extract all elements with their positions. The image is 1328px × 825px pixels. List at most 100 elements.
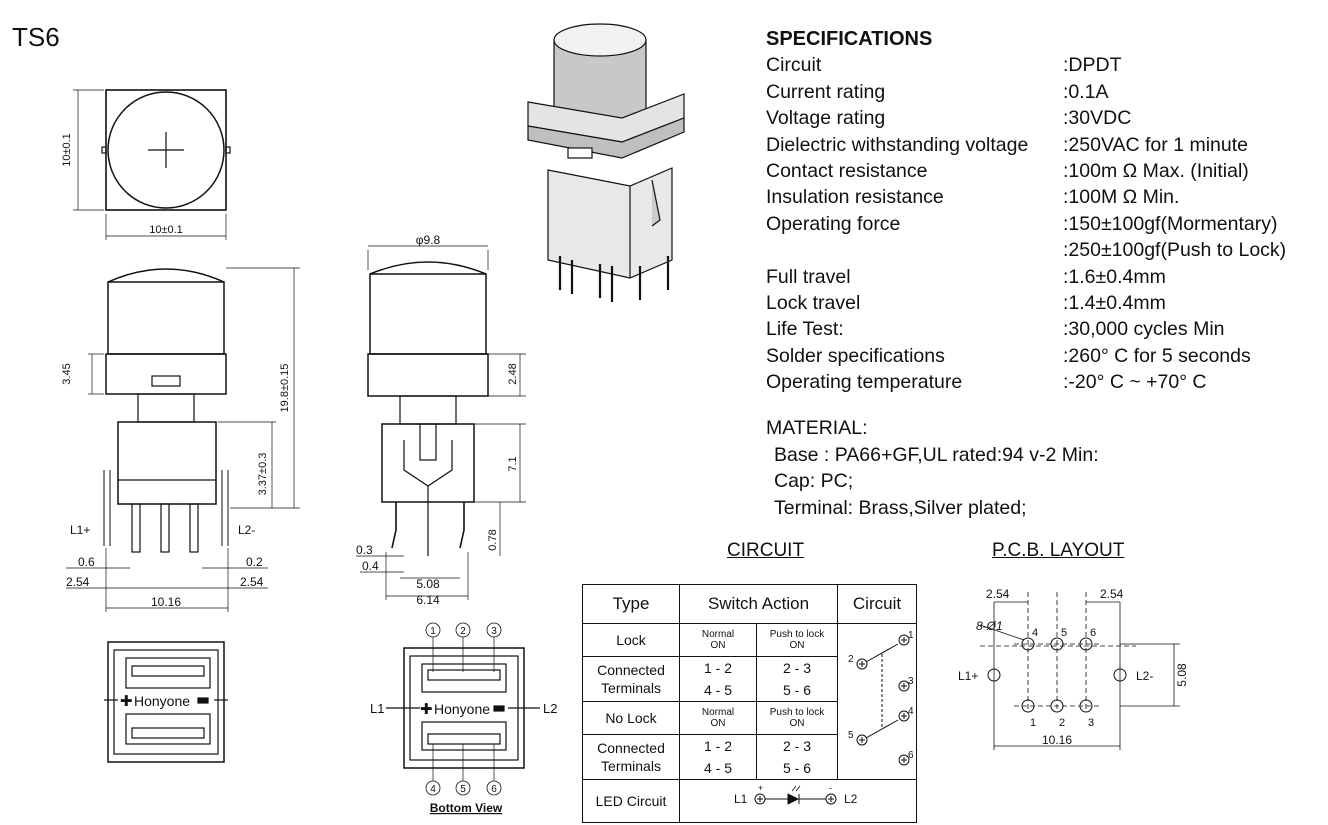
br-pin-2: 2 (460, 626, 466, 637)
pcb-width: 10.16 (1042, 733, 1072, 747)
led-symbol: L1 + - L2 (734, 783, 858, 806)
bottom-view-right (386, 622, 540, 796)
pcb-pitch-left: 2.54 (986, 587, 1010, 601)
cap-diameter-label: φ9.8 (416, 233, 441, 247)
pcb-pin-5: 5 (1061, 627, 1067, 639)
spec-value: :100m Ω Max. (Initial) (1063, 160, 1249, 183)
pcb-l1: L1+ (958, 669, 978, 683)
header-circuit: Circuit (837, 584, 917, 624)
spec-label: Dielectric withstanding voltage (766, 133, 1029, 156)
top-view (73, 89, 231, 240)
brand-plus-left: ✚ (120, 693, 133, 710)
spec-value: :260° C for 5 seconds (1063, 344, 1251, 367)
led-l1: L1 (734, 792, 748, 806)
bottom-view-left (104, 641, 228, 763)
dim-614: 6.14 (416, 593, 440, 607)
spec-label: Current rating (766, 80, 886, 103)
total-height-label: 19.8±0.15 (279, 364, 291, 413)
pcb-pin-2: 2 (1059, 717, 1065, 729)
spec-row: Circuit :DPDT (766, 52, 1286, 78)
front-l2-label: L2- (238, 523, 255, 537)
spec-row: :250±100gf(Push to Lock) (766, 237, 1286, 263)
brand-right: Honyone (434, 701, 490, 717)
spec-label: Circuit (766, 54, 822, 77)
header-type: Type (582, 584, 680, 624)
cap-height-label: 3.45 (61, 363, 73, 384)
brand-plus-right: ✚ (420, 701, 433, 718)
front-view (66, 267, 300, 612)
material-terminal: Terminal: Brass,Silver plated; (774, 496, 1027, 519)
row-led-type: LED Circuit (582, 779, 680, 823)
dpdt-symbol: 1 2 3 4 5 6 (848, 630, 914, 766)
pcb-l2: L2- (1136, 669, 1153, 683)
row-nolock-type: No Lock (582, 701, 680, 735)
dim-248: 2.48 (507, 363, 519, 384)
spec-value: :30VDC (1063, 107, 1132, 130)
spec-label: Full travel (766, 265, 851, 288)
spec-label: Insulation resistance (766, 186, 944, 209)
spec-row: Contact resistance :100m Ω Max. (Initial) (766, 158, 1286, 184)
pcb-pin-3: 3 (1088, 717, 1094, 729)
dim-04: 0.4 (362, 559, 379, 573)
spec-label: Contact resistance (766, 160, 928, 183)
spec-label (766, 237, 1063, 263)
pcb-layout-title: P.C.B. LAYOUT (992, 540, 1125, 561)
spec-row: Solder specifications :260° C for 5 secon… (766, 343, 1286, 369)
material-base: Base : PA66+GF,UL rated:94 v-2 Min: (774, 443, 1099, 466)
pcb-pin-6: 6 (1090, 627, 1096, 639)
front-l1-label: L1+ (70, 523, 90, 537)
spec-label: Voltage rating (766, 107, 886, 130)
dim-02: 0.2 (246, 555, 263, 569)
spec-row: Insulation resistance :100M Ω Min. (766, 184, 1286, 210)
dim-508: 5.08 (416, 577, 440, 591)
header-switch-action: Switch Action (679, 584, 838, 624)
spec-row: Operating temperature :-20° C ~ +70° C (766, 369, 1286, 395)
spec-row: Full travel:1.6±0.4mm (766, 264, 1286, 290)
spec-value: :1.4±0.4mm (1063, 292, 1166, 315)
pcb-height: 5.08 (1175, 663, 1189, 687)
dim-254-right: 2.54 (240, 575, 264, 589)
material-cap: Cap: PC; (774, 470, 854, 492)
row-lock-type: Lock (582, 623, 680, 657)
spec-value: :100M Ω Min. (1063, 186, 1180, 209)
product-3d-illustration (527, 23, 685, 302)
sym-pin-6: 6 (908, 750, 914, 761)
spec-value: :DPDT (1063, 54, 1122, 77)
dim-06: 0.6 (78, 555, 95, 569)
br-pin-1: 1 (430, 626, 436, 637)
mechanical-drawings: 10±0.1 10±0.1 3.45 19.8±0.15 3.37±0.3 L1… (61, 89, 557, 815)
br-l1: L1 (370, 701, 384, 716)
spec-label: Solder specifications (766, 344, 945, 367)
dim-254-left: 2.54 (66, 575, 90, 589)
spec-value: :30,000 cycles Min (1063, 318, 1225, 341)
bottom-view-caption: Bottom View (430, 801, 503, 815)
led-plus: + (758, 783, 763, 793)
spec-label: Lock travel (766, 292, 861, 315)
pcb-hole: 8-Ø1 (976, 619, 1003, 633)
spec-label: Operating temperature (766, 371, 963, 394)
body-height-label: 3.37±0.3 (257, 453, 269, 496)
dim-03: 0.3 (356, 543, 373, 557)
led-l2: L2 (844, 792, 858, 806)
top-view-width-label: 10±0.1 (149, 224, 183, 236)
sym-pin-4: 4 (908, 706, 914, 717)
spec-row: Current rating:0.1A (766, 79, 1286, 105)
material-heading: MATERIAL: (766, 417, 868, 439)
spec-label: Life Test: (766, 318, 844, 341)
spec-row: Lock travel :1.4±0.4mm (766, 290, 1286, 316)
pcb-pitch-right: 2.54 (1100, 587, 1124, 601)
dim-1016: 10.16 (151, 595, 181, 609)
spec-value: :-20° C ~ +70° C (1063, 371, 1207, 394)
sym-pin-5: 5 (848, 730, 854, 741)
brand-left: Honyone (134, 693, 190, 709)
